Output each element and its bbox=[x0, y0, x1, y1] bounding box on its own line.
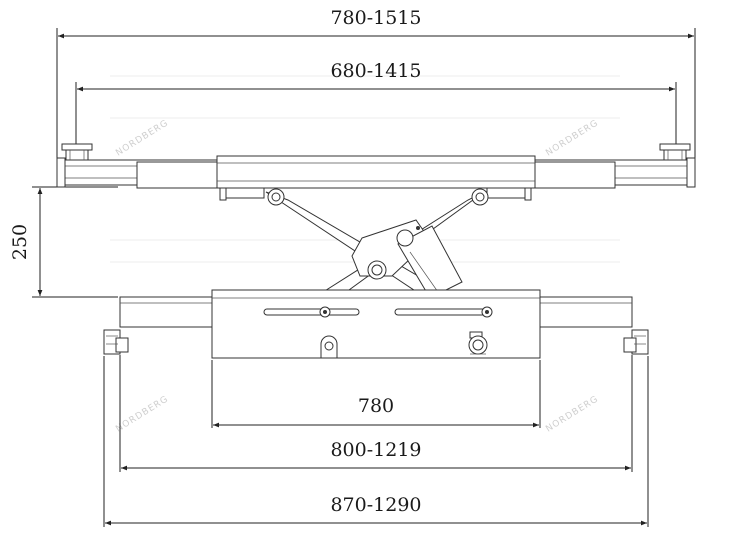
left-base-roller bbox=[103, 329, 129, 355]
watermark-5: NORDBERG bbox=[544, 394, 600, 434]
watermark-2: NORDBERG bbox=[544, 118, 600, 158]
left-lift-pad bbox=[61, 143, 93, 161]
dim-base-outer: 870-1290 bbox=[103, 356, 649, 527]
dim-height: 250 bbox=[9, 186, 118, 298]
dim-label-base-mid: 800-1219 bbox=[330, 439, 421, 461]
pressure-gauge-icon bbox=[468, 331, 488, 355]
watermark-4: NORDBERG bbox=[114, 394, 170, 434]
dim-label-height: 250 bbox=[9, 224, 31, 260]
dim-top-inner: 680-1415 bbox=[75, 60, 677, 146]
dim-label-base: 780 bbox=[358, 395, 394, 417]
dim-base-mid: 800-1219 bbox=[119, 355, 633, 472]
watermark-1: NORDBERG bbox=[114, 118, 170, 158]
scissor-mechanism bbox=[265, 188, 489, 299]
base-assembly bbox=[103, 289, 649, 359]
dim-base: 780 bbox=[211, 360, 541, 428]
dim-label-base-outer: 870-1290 bbox=[330, 494, 421, 516]
dim-top-outer: 780-1515 bbox=[56, 7, 696, 160]
top-platform bbox=[216, 155, 536, 189]
dim-label-top-outer: 780-1515 bbox=[330, 7, 421, 29]
base-body bbox=[211, 289, 541, 359]
right-lift-pad bbox=[659, 143, 691, 161]
top-arm-assembly bbox=[56, 143, 696, 201]
dim-label-top-inner: 680-1415 bbox=[330, 60, 421, 82]
right-base-roller bbox=[623, 329, 649, 355]
